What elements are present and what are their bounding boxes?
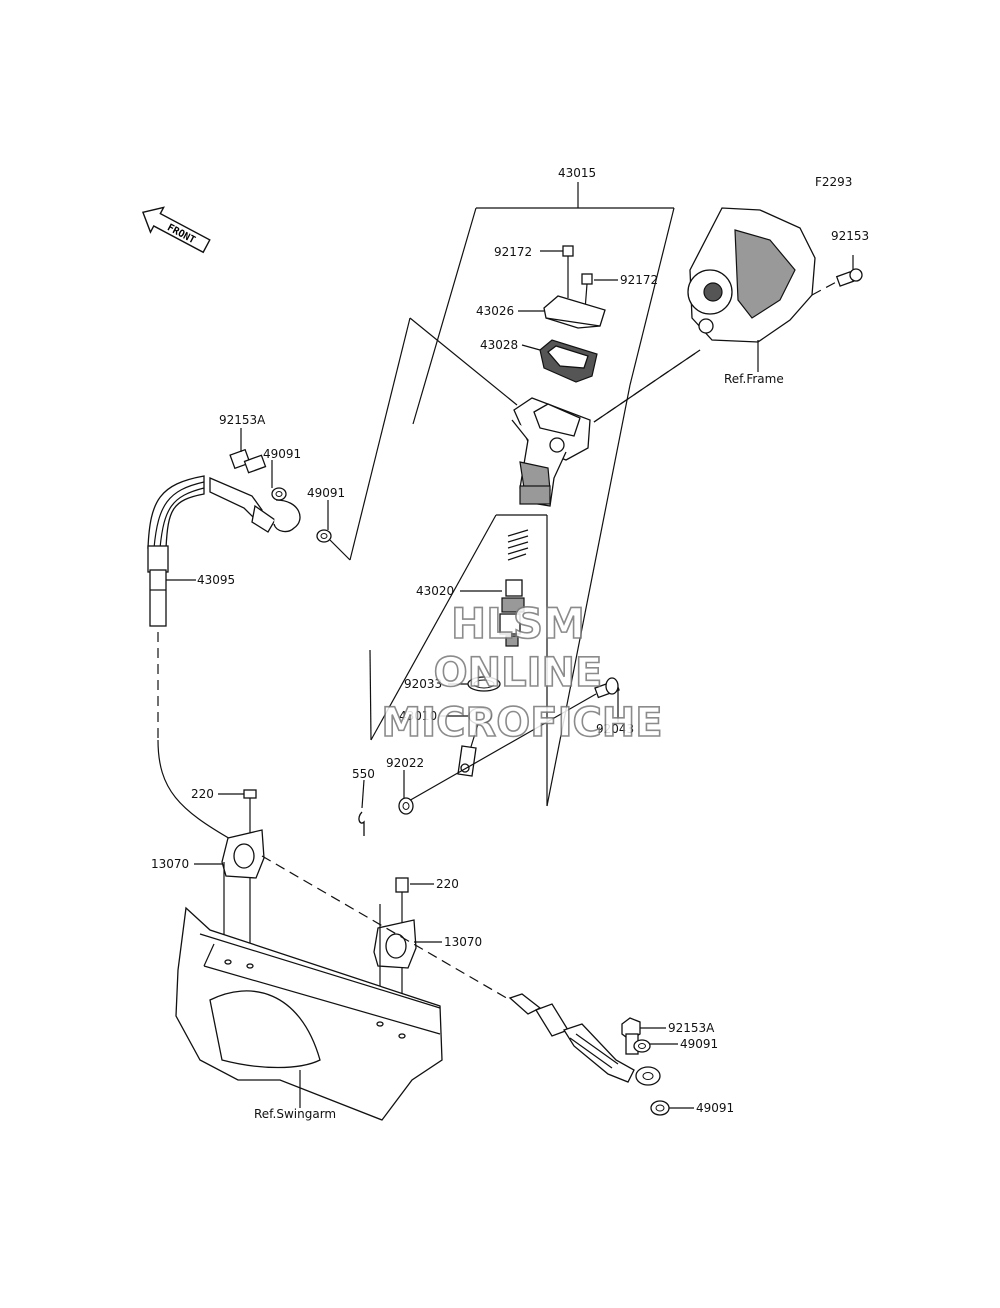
washer-49091-d [650, 1100, 670, 1116]
label-92153A-top: 92153A [219, 413, 266, 427]
diagram-code: F2293 [815, 175, 852, 189]
label-43028: 43028 [480, 338, 518, 352]
label-49091-a: 49091 [263, 447, 301, 461]
cap-bolt-92172-a [562, 245, 574, 298]
label-43015: 43015 [558, 166, 596, 180]
assembly-bracket [329, 182, 675, 807]
label-220-b: 220 [436, 877, 459, 891]
label-550: 550 [352, 767, 375, 781]
frame-bolt-92153 [835, 255, 863, 287]
master-cylinder-body [511, 397, 591, 507]
label-49091-c: 49091 [680, 1037, 718, 1051]
reservoir-cap-43026 [543, 295, 606, 329]
label-92172-b: 92172 [620, 273, 658, 287]
washer-49091-c [633, 1039, 651, 1053]
washer-49091-a [271, 460, 287, 501]
label-43020: 43020 [416, 584, 454, 598]
label-92043: 92043 [596, 722, 634, 736]
front-arrow-icon: FRONT [141, 206, 211, 254]
hose-43095 [147, 475, 301, 841]
clamp-13070-a [221, 829, 265, 958]
pushrod-43010 [457, 707, 492, 777]
watermark-line-3: MICROFICHE [381, 700, 662, 746]
watermark: HLSM ONLINE MICROFICHE [381, 598, 664, 747]
label-49091-d: 49091 [696, 1101, 734, 1115]
label-92022: 92022 [386, 756, 424, 770]
swingarm [175, 906, 443, 1121]
cotter-pin-550 [358, 779, 365, 836]
washer-49091-b [316, 500, 332, 543]
clevis-pin-92043 [594, 677, 620, 722]
label-92153A-bottom: 92153A [668, 1021, 715, 1035]
frame-bracket [687, 207, 816, 372]
label-220-a: 220 [191, 787, 214, 801]
label-ref-frame: Ref.Frame [724, 372, 784, 386]
label-ref-swingarm: Ref.Swingarm [254, 1107, 336, 1121]
diaphragm-43028 [539, 339, 598, 383]
banjo-bolt-92153A-bottom [621, 1017, 641, 1055]
banjo-bolt-92153A-top [229, 428, 267, 474]
label-13070-a: 13070 [151, 857, 189, 871]
label-13070-b: 13070 [444, 935, 482, 949]
label-43095: 43095 [197, 573, 235, 587]
washer-92022 [398, 770, 414, 815]
hose-lower-end [508, 993, 661, 1086]
circlip-92033 [467, 676, 501, 692]
watermark-line-2: ONLINE [434, 650, 603, 696]
label-43026: 43026 [476, 304, 514, 318]
label-92172-a: 92172 [494, 245, 532, 259]
label-49091-b: 49091 [307, 486, 345, 500]
watermark-line-1: HLSM [451, 599, 585, 648]
label-92153: 92153 [831, 229, 869, 243]
label-43010: 43010 [399, 709, 437, 723]
label-92033: 92033 [404, 677, 442, 691]
piston-kit-43020 [499, 529, 529, 647]
